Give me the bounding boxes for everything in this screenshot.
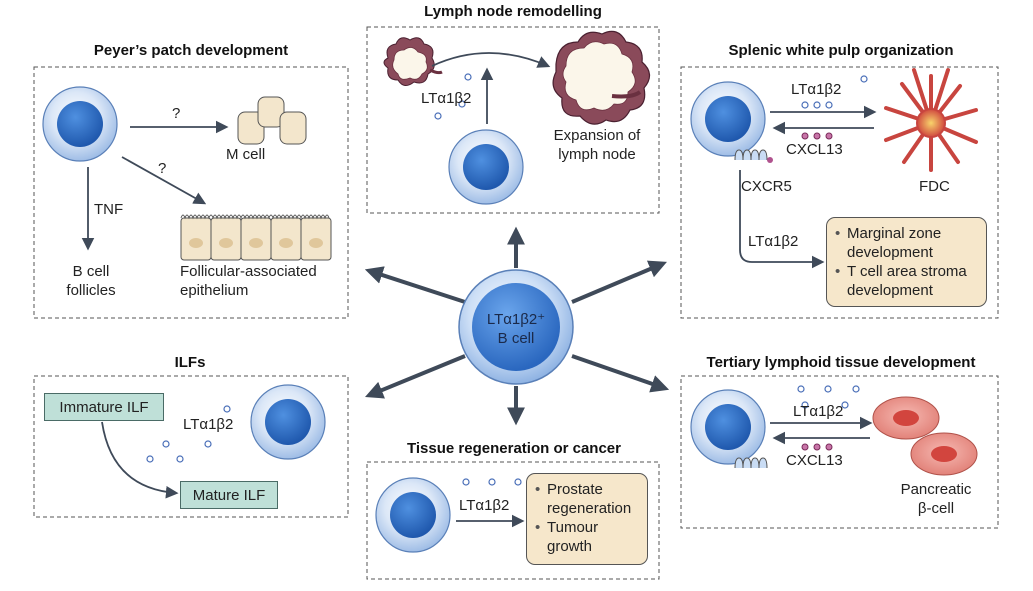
ilfs-title: ILFs — [174, 354, 206, 371]
splenic-outcome-1-line-1: Marginal zone — [847, 225, 942, 242]
cxcr5-receptor-icon — [734, 149, 773, 163]
pancreatic-label: Pancreatic β-cell — [888, 480, 984, 518]
tissue-lt-dots — [462, 478, 522, 486]
tertiary-cxcl13-dots — [801, 443, 833, 451]
m-cell-label: M cell — [226, 146, 266, 163]
lymph-node-b-cell — [448, 129, 524, 205]
lymph-node-lt-label: LTα1β2 — [421, 90, 472, 107]
panel-splenic — [680, 66, 999, 319]
splenic-outcome-1: • Marginal zone development — [835, 224, 978, 262]
tertiary-lt-dots — [797, 385, 860, 409]
small-lymph-node-icon — [383, 37, 443, 86]
splenic-cxcl13-dots — [801, 132, 833, 140]
splenic-title: Splenic white pulp organization — [728, 42, 954, 59]
fae-icon — [180, 214, 332, 261]
mature-ilf-box: Mature ILF — [180, 481, 278, 509]
panel-tertiary — [680, 375, 999, 529]
arrow-to-outcomes — [739, 170, 825, 269]
tissue-title: Tissue regeneration or cancer — [407, 440, 621, 457]
tissue-outcome-2-line-2: growth — [547, 538, 593, 555]
fdc-label: FDC — [919, 178, 950, 195]
arrow-immature-to-mature — [101, 421, 179, 499]
bullet-icon: • — [535, 519, 541, 536]
ilf-lt-dots — [146, 405, 231, 463]
panel-lymph-node — [366, 26, 660, 214]
lymph-node-title: Lymph node remodelling — [424, 3, 602, 20]
peyers-question-2: ? — [158, 160, 167, 177]
splenic-lt-dots — [801, 75, 868, 109]
tissue-outcome-1-text: Prostate regeneration — [547, 480, 631, 518]
fdc-icon — [884, 68, 978, 172]
tissue-outcome-1-line-1: Prostate — [547, 481, 603, 498]
arrow-to-splenic — [571, 260, 667, 304]
tissue-outcome-2-line-1: Tumour — [547, 519, 599, 536]
arrow-to-ilfs — [365, 354, 466, 399]
expansion-label: Expansion of lymph node — [544, 126, 650, 164]
arrow-to-peyers — [364, 266, 466, 304]
fae-label: Follicular-associated epithelium — [180, 262, 317, 300]
central-b-cell — [458, 269, 574, 385]
tertiary-lt-label: LTα1β2 — [793, 403, 844, 420]
peyers-question-1: ? — [172, 105, 181, 122]
center-line-1: LTα1β2⁺ — [486, 311, 546, 328]
splenic-b-cell — [690, 81, 766, 157]
tnf-label: TNF — [94, 201, 124, 218]
splenic-outcome-2-text: T cell area stroma development — [847, 262, 967, 300]
tertiary-title: Tertiary lymphoid tissue development — [706, 354, 976, 371]
expansion-line-1: Expansion of — [553, 127, 641, 144]
panel-peyers-patch — [33, 66, 349, 319]
arrow-to-tertiary — [571, 354, 670, 393]
tissue-b-cell — [375, 477, 451, 553]
splenic-outcome-box: • Marginal zone development • T cell are… — [826, 217, 987, 307]
immature-ilf-box: Immature ILF — [44, 393, 164, 421]
splenic-lt-bottom-label: LTα1β2 — [748, 233, 799, 250]
splenic-outcome-2-line-1: T cell area stroma — [847, 263, 967, 280]
ilf-lt-label: LTα1β2 — [183, 416, 234, 433]
b-cell-follicles-line-2: follicles — [66, 282, 116, 299]
splenic-lt-top-label: LTα1β2 — [791, 81, 842, 98]
peyers-title: Peyer’s patch development — [93, 42, 289, 59]
arrow-node-expansion — [431, 52, 551, 68]
arrow-to-fae — [121, 156, 207, 205]
ilf-b-cell — [250, 384, 326, 460]
radial-arrows — [364, 226, 670, 426]
splenic-outcome-2-line-2: development — [847, 282, 933, 299]
tissue-outcome-1: • Prostate regeneration — [535, 480, 639, 518]
fae-line-1: Follicular-associated — [180, 263, 317, 280]
peyers-b-cell — [42, 86, 118, 162]
tissue-lt-label: LTα1β2 — [459, 497, 510, 514]
bullet-icon: • — [535, 481, 541, 498]
center-line-2: B cell — [497, 330, 535, 347]
center-label: LTα1β2⁺ B cell — [470, 310, 562, 348]
splenic-cxcl13-label: CXCL13 — [786, 141, 843, 158]
tertiary-receptor-icon — [734, 457, 768, 469]
splenic-outcome-2: • T cell area stroma development — [835, 262, 978, 300]
cxcr5-label: CXCR5 — [741, 178, 792, 195]
b-cell-follicles-line-1: B cell — [72, 263, 110, 280]
fae-line-2: epithelium — [180, 282, 249, 299]
splenic-outcome-1-line-2: development — [847, 244, 933, 261]
m-cell-icon — [237, 96, 307, 145]
lymph-node-lt-dots — [434, 73, 472, 120]
pancreatic-cells-icon — [872, 396, 978, 476]
pancreatic-line-1: Pancreatic — [900, 481, 972, 498]
panel-ilfs — [33, 375, 349, 518]
tissue-outcome-2: • Tumour growth — [535, 518, 639, 556]
big-lymph-node-icon — [552, 30, 651, 125]
tissue-outcome-1-line-2: regeneration — [547, 500, 632, 517]
splenic-outcome-1-text: Marginal zone development — [847, 224, 941, 262]
tissue-outcome-2-text: Tumour growth — [547, 518, 598, 556]
bullet-icon: • — [835, 263, 841, 280]
tertiary-cxcl13-label: CXCL13 — [786, 452, 843, 469]
tissue-outcome-box: • Prostate regeneration • Tumour growth — [526, 473, 648, 565]
panel-tissue — [366, 461, 660, 580]
expansion-line-2: lymph node — [558, 146, 636, 163]
bullet-icon: • — [835, 225, 841, 242]
b-cell-follicles-label: B cell follicles — [52, 262, 130, 300]
pancreatic-line-2: β-cell — [917, 500, 955, 517]
tertiary-b-cell — [690, 389, 766, 465]
